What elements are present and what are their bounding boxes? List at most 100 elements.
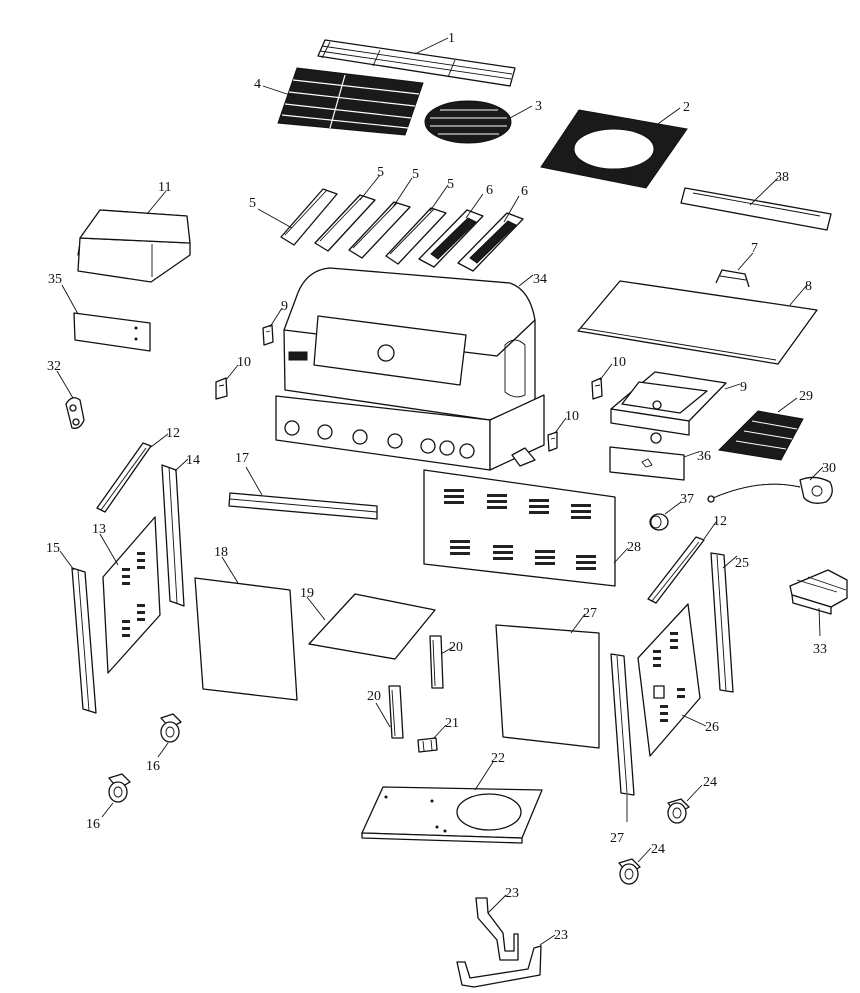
label-10b: 10 [237,355,251,370]
part-heat-plate-1 [418,209,484,268]
label-4: 4 [254,77,261,92]
part-panel-35 [73,312,151,352]
part-tank-hook-1 [475,897,519,961]
label-2: 2 [683,100,690,115]
part-bracket-20b [388,685,404,739]
label-1: 1 [448,31,455,46]
part-cabinet-shelf [308,593,436,660]
label-3: 3 [535,99,542,114]
label-20b: 20 [367,689,381,704]
label-21: 21 [445,716,459,731]
label-20a: 20 [449,640,463,655]
label-8: 8 [805,279,812,294]
label-30: 29 [799,389,813,404]
part-caster-1 [160,713,182,743]
label-10d: 10 [565,409,579,424]
label-26: 26 [705,720,719,735]
label-27-num: 27 [610,831,624,846]
label-6a: 6 [486,183,493,198]
part-knob [649,513,669,531]
part-post-left-rear [161,464,185,607]
part-round-grate [424,100,512,144]
part-post-right-rear [710,552,734,693]
label-6b: 6 [521,184,528,199]
part-post-left-front [71,567,97,714]
part-handle-small [715,269,750,288]
part-flame-tamer-3 [348,201,411,259]
part-door-right [495,624,600,749]
part-front-rail [228,492,378,520]
label-17: 17 [235,451,249,466]
label-15: 15 [46,541,60,556]
label-10a: 9 [281,299,288,314]
part-bracket-a [262,324,274,346]
label-18: 18 [214,545,228,560]
label-7: 7 [751,241,758,256]
label-23b: 23 [554,928,568,943]
part-side-panel-right [637,603,701,757]
part-bracket-20a [429,635,444,689]
label-38: 38 [775,170,789,185]
label-35: 35 [48,272,62,287]
part-flame-tamer-2 [314,194,376,252]
part-panel-36 [609,446,685,481]
label-34: 34 [533,272,547,287]
label-25: 25 [735,556,749,571]
label-16b: 16 [86,817,100,832]
label-14: 14 [186,453,200,468]
label-12a: 12 [166,426,180,441]
label-16a: 16 [146,759,160,774]
label-10c: 10 [612,355,626,370]
part-bracket-c [591,377,603,400]
part-grate-left [277,67,424,136]
part-side-panel-left [102,516,161,674]
label-9-shown: 9 [740,380,747,395]
part-handle-bar [680,187,832,231]
label-5b: 5 [377,165,384,180]
part-side-grate [717,410,804,461]
part-grate-ring [540,109,688,189]
label-31: 30 [822,461,836,476]
part-heat-plate-2 [457,212,524,272]
label-5d: 5 [447,177,454,192]
part-caster-2 [108,773,131,803]
label-24b: 24 [651,842,665,857]
label-5a: 5 [249,196,256,211]
part-side-shelf [577,280,818,365]
part-door-left [194,577,298,701]
label-36: 36 [697,449,711,464]
part-caster-4 [618,858,641,885]
label-33: 33 [813,642,827,657]
label-13: 13 [92,522,106,537]
label-5c: 5 [412,167,419,182]
part-latch [417,737,438,753]
part-side-burner-lid [77,209,191,283]
label-23a: 23 [505,886,519,901]
label-29: 28 [627,540,641,555]
label-28: 27 [583,606,597,621]
part-grease-tray [789,569,848,615]
label-22: 22 [491,751,505,766]
part-caster-3 [667,798,690,824]
part-back-panel [423,469,616,587]
part-hinge [65,397,85,429]
part-rail-right [647,536,705,604]
part-post-right-front [610,653,635,796]
part-bracket-d [547,431,558,452]
label-12b: 12 [713,514,727,529]
part-tank-hook-2 [456,945,542,988]
part-grill-body [275,267,545,471]
part-side-burner [610,371,727,444]
part-gas-hose [707,476,833,504]
label-37: 37 [680,492,694,507]
part-bottom-panel [361,786,543,844]
label-24a: 24 [703,775,717,790]
label-19: 19 [300,586,314,601]
part-rail-left [96,442,152,513]
part-grate-rack [317,39,516,87]
label-32: 32 [47,359,61,374]
label-11: 11 [158,180,171,195]
part-bracket-b [215,377,228,400]
part-flame-tamer-4 [385,207,447,265]
